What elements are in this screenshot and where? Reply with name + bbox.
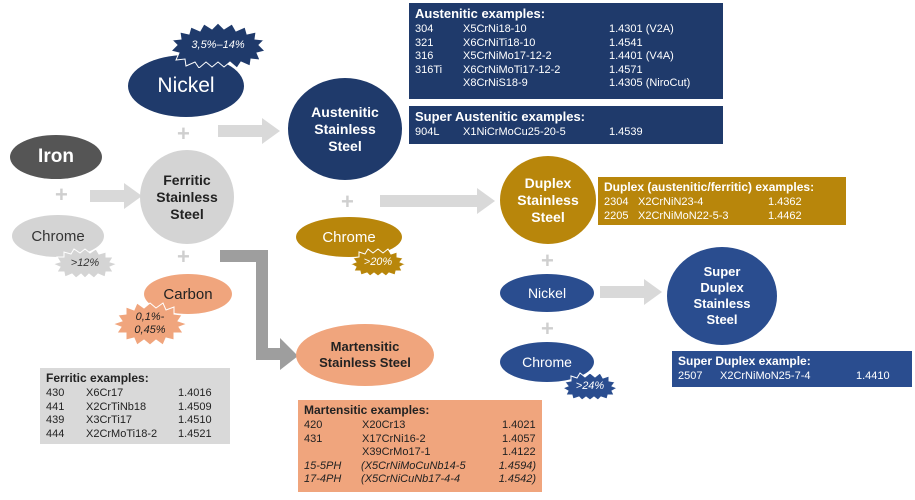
node-chrome-left: Chrome: [12, 215, 104, 257]
node-austenitic: Austenitic Stainless Steel: [288, 78, 402, 180]
node-chrome-mid: Chrome: [296, 217, 402, 257]
duplex-examples-box: Duplex (austenitic/ferritic) examples: 2…: [598, 177, 846, 225]
node-nickel-right: Nickel: [500, 274, 594, 312]
plus-iron-chrome: +: [55, 182, 68, 207]
austenitic-examples-title: Austenitic examples:: [415, 6, 546, 21]
node-iron: Iron: [10, 135, 102, 179]
duplex-examples-title: Duplex (austenitic/ferritic) examples:: [604, 180, 815, 194]
burst-chrome-right-min: >24%: [562, 372, 618, 400]
super-duplex-examples-title: Super Duplex example:: [678, 354, 811, 368]
plus-nickel-ferritic: +: [177, 121, 190, 146]
plus-duplex-nickel: +: [541, 248, 554, 273]
node-duplex: Duplex Stainless Steel: [500, 156, 596, 244]
arrow-iron-to-ferritic: [90, 183, 142, 209]
plus-ferritic-carbon: +: [177, 244, 190, 269]
ferritic-examples-title: Ferritic examples:: [46, 371, 149, 385]
burst-carbon-range: 0,1%- 0,45%: [112, 302, 188, 346]
super-austenitic-examples-title: Super Austenitic examples:: [415, 109, 586, 124]
plus-nickel-chrome: +: [541, 316, 554, 341]
node-super-duplex: Super Duplex Stainless Steel: [667, 247, 777, 345]
arrow-austenitic-to-duplex: [380, 188, 495, 214]
burst-chrome-left-min: >12%: [52, 248, 118, 278]
arrow-ferritic-to-martensitic: [220, 250, 298, 370]
arrow-ferritic-to-austenitic: [218, 118, 280, 144]
burst-nickel-range: 3,5%–14%: [168, 22, 268, 68]
plus-austenitic-chrome: +: [341, 189, 354, 214]
martensitic-examples-title: Martensitic examples:: [304, 403, 430, 417]
burst-chrome-mid-min: >20%: [350, 248, 406, 276]
node-martensitic: Martensitic Stainless Steel: [296, 324, 434, 386]
arrow-duplex-to-super-duplex: [600, 279, 662, 305]
node-ferritic: Ferritic Stainless Steel: [140, 150, 234, 244]
